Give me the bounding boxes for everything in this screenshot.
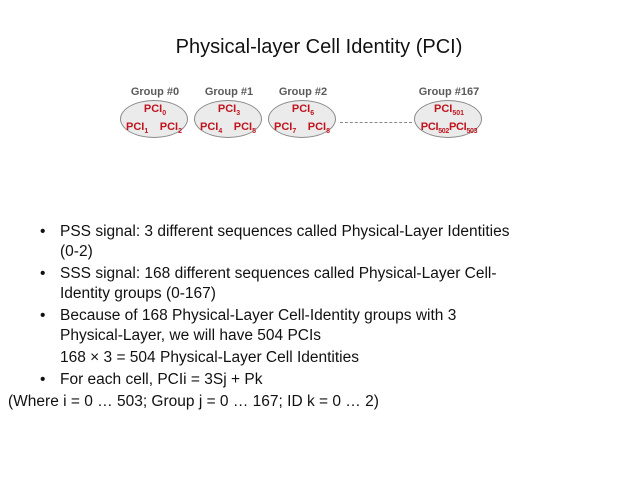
group-ellipse: PCI501 PCI502PCI503 [414,100,482,138]
group-label: Group #167 [418,86,480,98]
bullet-dot-icon: • [40,223,46,240]
pci-label: PCI3 [217,103,241,118]
pci-label: PCI8 [307,121,330,136]
bullet-text: PSS signal: 3 different sequences called… [60,223,510,240]
bullet-list: • PSS signal: 3 different sequences call… [8,222,610,412]
bullet-text: Because of 168 Physical-Layer Cell-Ident… [60,307,457,324]
ellipsis-connector [340,122,412,123]
pci-label: PCI0 [143,103,167,118]
pci-label: PCI6 [291,103,315,118]
group-label: Group #1 [204,86,254,98]
pci-label: PCI7 [274,121,297,136]
bullet-text: Physical-Layer, we will have 504 PCIs [60,327,322,344]
page-title: Physical-layer Cell Identity (PCI) [175,36,463,58]
bullet-dot-icon: • [40,265,46,282]
group-label: Group #0 [130,86,180,98]
group-ellipse: PCI6 PCI7 PCI8 [268,100,336,138]
bullet-text: For each cell, PCIi = 3Sj + Pk [60,371,263,388]
bullet-item: • PSS signal: 3 different sequences call… [40,222,610,262]
formula-note: (Where i = 0 … 503; Group j = 0 … 167; I… [8,393,379,410]
pci-label: PCI501 [433,103,465,118]
pci-label: PCI4 [200,121,223,136]
group-ellipse: PCI3 PCI4 PCI5 [194,100,262,138]
pci-label-pair: PCI502PCI503 [420,121,478,136]
group-label: Group #2 [278,86,328,98]
bullet-dot-icon: • [40,307,46,324]
bullet-item: • For each cell, PCIi = 3Sj + Pk [40,370,610,390]
bullet-dot-icon: • [40,371,46,388]
group-ellipse: PCI0 PCI1 PCI2 [120,100,188,138]
bullet-text: (0-2) [60,243,93,260]
pci-label: PCI5 [233,121,256,136]
pci-label: PCI2 [159,121,182,136]
bullet-item: • Because of 168 Physical-Layer Cell-Ide… [40,306,610,346]
bullet-item: • SSS signal: 168 different sequences ca… [40,264,610,304]
pci-label: PCI1 [126,121,149,136]
bullet-text: SSS signal: 168 different sequences call… [60,265,497,282]
bullet-text: Identity groups (0-167) [60,285,216,302]
continuation-text: 168 × 3 = 504 Physical-Layer Cell Identi… [60,349,359,366]
